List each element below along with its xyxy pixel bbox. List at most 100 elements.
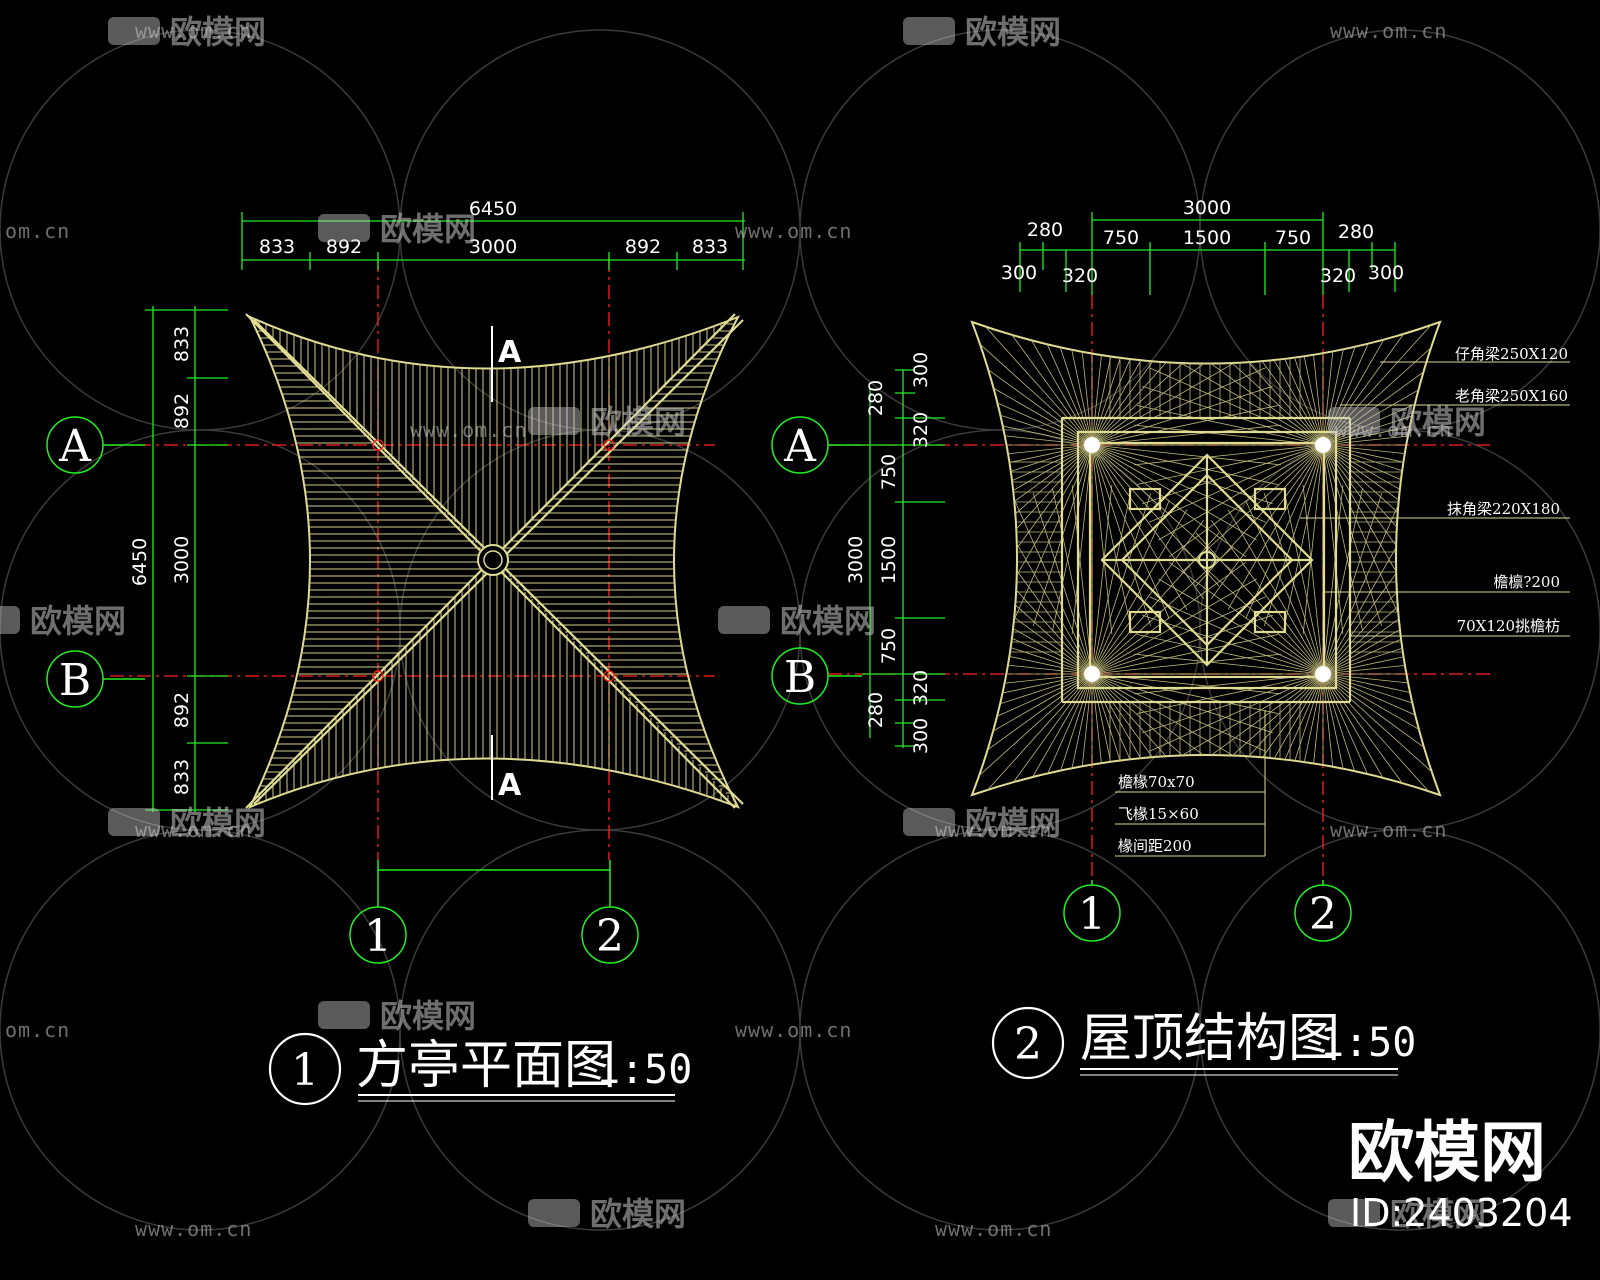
structure-axis-label-1: 1	[1078, 889, 1106, 940]
structure-dim-left-6: 280	[865, 692, 887, 728]
structure-dim-left-1: 280	[865, 380, 887, 416]
structure-axis-label-b: B	[784, 652, 816, 703]
roof-structure-drawing: 3000 280 750 1500 750 280 300 320 320 30…	[771, 197, 1570, 1080]
watermark-sofa-icon	[1328, 407, 1380, 435]
watermark-logo-2: 欧模网	[380, 210, 476, 248]
plan-dim-top-3: 3000	[469, 236, 517, 258]
watermark-url-5: www.om.cn	[135, 818, 252, 842]
plan-axis-label-1: 1	[364, 911, 392, 962]
plan-dim-top-2: 892	[326, 236, 362, 258]
plan-title-number-circle	[268, 1032, 342, 1106]
watermark-url-4: www.om.cn	[1335, 418, 1452, 442]
watermark-url-0: www.om.cn	[135, 19, 252, 43]
structure-axis-bubbles	[771, 416, 1352, 942]
watermark-arcs	[0, 29, 1600, 1231]
watermark-sofa-icon	[903, 17, 955, 45]
watermark-logo-7: 欧模网	[170, 804, 266, 842]
note-yanchuan: 檐椽70x70	[1118, 773, 1195, 791]
plan-dim-left-5: 833	[171, 759, 193, 795]
structure-overall-width: 3000	[1183, 197, 1231, 219]
plan-top-dimension-lines	[241, 212, 745, 270]
plan-title-number: 1	[291, 1045, 319, 1096]
structure-dim-left-5: 750	[878, 628, 900, 664]
brand-model-id: ID:2403204	[1350, 1191, 1573, 1235]
note-tiaoyanfang: 70X120挑檐枋	[1457, 617, 1560, 635]
watermark-logo-9: 欧模网	[380, 997, 476, 1035]
structure-columns	[1084, 437, 1331, 682]
brand-logo-text: 欧模网	[1348, 1114, 1546, 1191]
section-mark-bottom: A	[498, 768, 522, 803]
watermark-url-partial-0: om.cn	[5, 219, 70, 243]
note-chuanjianju: 椽间距200	[1118, 837, 1192, 855]
watermark-url-partial-1: om.cn	[5, 1018, 70, 1042]
watermark-url-8: www.om.cn	[735, 1018, 852, 1042]
plan-dim-left-2: 892	[171, 393, 193, 429]
plan-axis-bubbles	[46, 416, 639, 964]
structure-dim-top-1: 280	[1027, 219, 1063, 241]
structure-dim-left-in-3: 320	[910, 670, 932, 706]
watermark-sofa-icon	[108, 17, 160, 45]
structure-dim-left-4: 1500	[878, 536, 900, 584]
structure-axis-label-a: A	[783, 421, 817, 472]
structure-dim-left-3: 3000	[845, 536, 867, 584]
plan-dim-left-3: 3000	[171, 536, 193, 584]
watermark-sofa-icon	[108, 808, 160, 836]
watermark-logo-8: 欧模网	[965, 804, 1061, 842]
structure-bottom-leaders	[1115, 710, 1266, 857]
plan-column-marks	[372, 439, 615, 682]
watermark-sofa-icon	[528, 1199, 580, 1227]
watermark-logo-10: 欧模网	[590, 1195, 686, 1233]
plan-left-dimension-lines	[145, 306, 228, 812]
structure-title-number-circle	[991, 1006, 1065, 1080]
watermark-logo-5: 欧模网	[30, 602, 126, 640]
structure-scale: 1:50	[1320, 1020, 1416, 1066]
structure-dim-top2-2: 320	[1062, 265, 1098, 287]
watermark-sofa-icon	[718, 606, 770, 634]
watermark-sofa-icon	[0, 606, 20, 634]
watermark-sofa-icon	[318, 1001, 370, 1029]
structure-top-dimension-lines	[1019, 212, 1396, 295]
structure-dim-top-5: 280	[1338, 221, 1374, 243]
plan-axis-label-2: 2	[596, 911, 624, 962]
watermark-logo-11: 欧模网	[1390, 1195, 1486, 1233]
note-mojiaoliang: 抹角梁220X180	[1447, 500, 1560, 518]
structure-roof-outline	[970, 320, 1442, 797]
watermark-logo-6: 欧模网	[780, 602, 876, 640]
structure-title-number: 2	[1014, 1019, 1042, 1070]
plan-dim-top-4: 892	[625, 236, 661, 258]
structure-right-leaders	[1300, 361, 1570, 637]
section-mark-top: A	[498, 335, 522, 370]
watermark-logo-4: 欧模网	[1390, 403, 1486, 441]
watermark-url-10: www.om.cn	[935, 1217, 1052, 1241]
watermark-sofa-icon	[1328, 1199, 1380, 1227]
note-feichuan: 飞椽15×60	[1118, 805, 1199, 823]
plan-axis-label-b: B	[59, 655, 91, 706]
watermark-logo-1: 欧模网	[965, 13, 1061, 51]
plan-dim-top-5: 833	[692, 236, 728, 258]
watermark-layer: 欧模网欧模网欧模网欧模网欧模网欧模网欧模网欧模网欧模网欧模网欧模网欧模网www.…	[0, 13, 1486, 1241]
structure-dim-top-3: 1500	[1183, 227, 1231, 249]
plan-center-post	[477, 544, 509, 576]
structure-dim-top-2: 750	[1103, 227, 1139, 249]
structure-dim-left-in-4: 300	[910, 718, 932, 754]
watermark-logo-0: 欧模网	[170, 13, 266, 51]
structure-title: 屋顶结构图	[1080, 1009, 1340, 1069]
watermark-url-1: www.om.cn	[1330, 19, 1447, 43]
note-laojiaoliang: 老角梁250X160	[1455, 387, 1568, 405]
watermark-url-7: www.om.cn	[1330, 818, 1447, 842]
plan-axis-label-a: A	[58, 421, 92, 472]
watermark-sofa-icon	[903, 808, 955, 836]
plan-roof-outline	[247, 314, 741, 809]
watermark-url-9: www.om.cn	[135, 1217, 252, 1241]
structure-dim-top2-4: 300	[1368, 262, 1404, 284]
watermark-url-6: www.om.cn	[935, 818, 1052, 842]
structure-dim-left-in-2: 320	[910, 412, 932, 448]
structure-dim-top2-3: 320	[1320, 265, 1356, 287]
structure-axis-label-2: 2	[1309, 889, 1337, 940]
plan-dim-left-1: 833	[171, 326, 193, 362]
plan-title: 方亭平面图	[356, 1036, 616, 1096]
structure-frame	[1060, 416, 1352, 704]
plan-dim-left-4: 892	[171, 692, 193, 728]
note-zijiaoliang: 仔角梁250X120	[1455, 345, 1568, 363]
